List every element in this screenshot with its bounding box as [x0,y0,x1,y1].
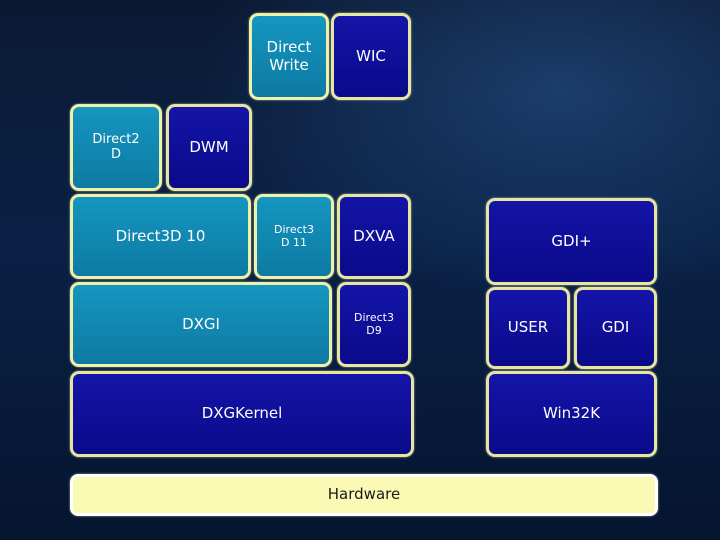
dxgi-label: DXGI [182,314,220,333]
direct3d9-block: Direct3 D9 [337,282,411,367]
gdi-block: GDI [574,287,657,369]
direct-write-block: Direct Write [249,13,329,100]
user-block: USER [486,287,570,369]
wic-label: WIC [356,46,386,65]
gdiplus-label: GDI+ [551,231,592,250]
win32k-label: Win32K [542,404,601,423]
wic-block: WIC [331,13,411,100]
gdiplus-block: GDI+ [486,198,657,285]
direct2d-block: Direct2 D [70,104,162,191]
direct3d10-block: Direct3D 10 [70,194,251,279]
direct3d9-label: Direct3 D9 [354,310,394,337]
hardware-label: Hardware [327,485,401,504]
direct2d-label: Direct2 D [92,131,140,162]
hardware-block: Hardware [70,474,658,516]
dxgkernel-block: DXGKernel [70,371,414,457]
dwm-label: DWM [189,137,229,156]
dxgi-block: DXGI [70,282,332,367]
direct3d11-block: Direct3 D 11 [254,194,334,279]
dxva-block: DXVA [337,194,411,279]
dxgkernel-label: DXGKernel [201,404,283,423]
user-label: USER [507,318,549,337]
direct-write-label: Direct Write [266,38,312,74]
dwm-block: DWM [166,104,252,191]
dxva-label: DXVA [353,226,395,245]
direct3d10-label: Direct3D 10 [115,226,206,245]
win32k-block: Win32K [486,371,657,457]
gdi-label: GDI [601,318,630,337]
direct3d11-label: Direct3 D 11 [274,222,314,249]
